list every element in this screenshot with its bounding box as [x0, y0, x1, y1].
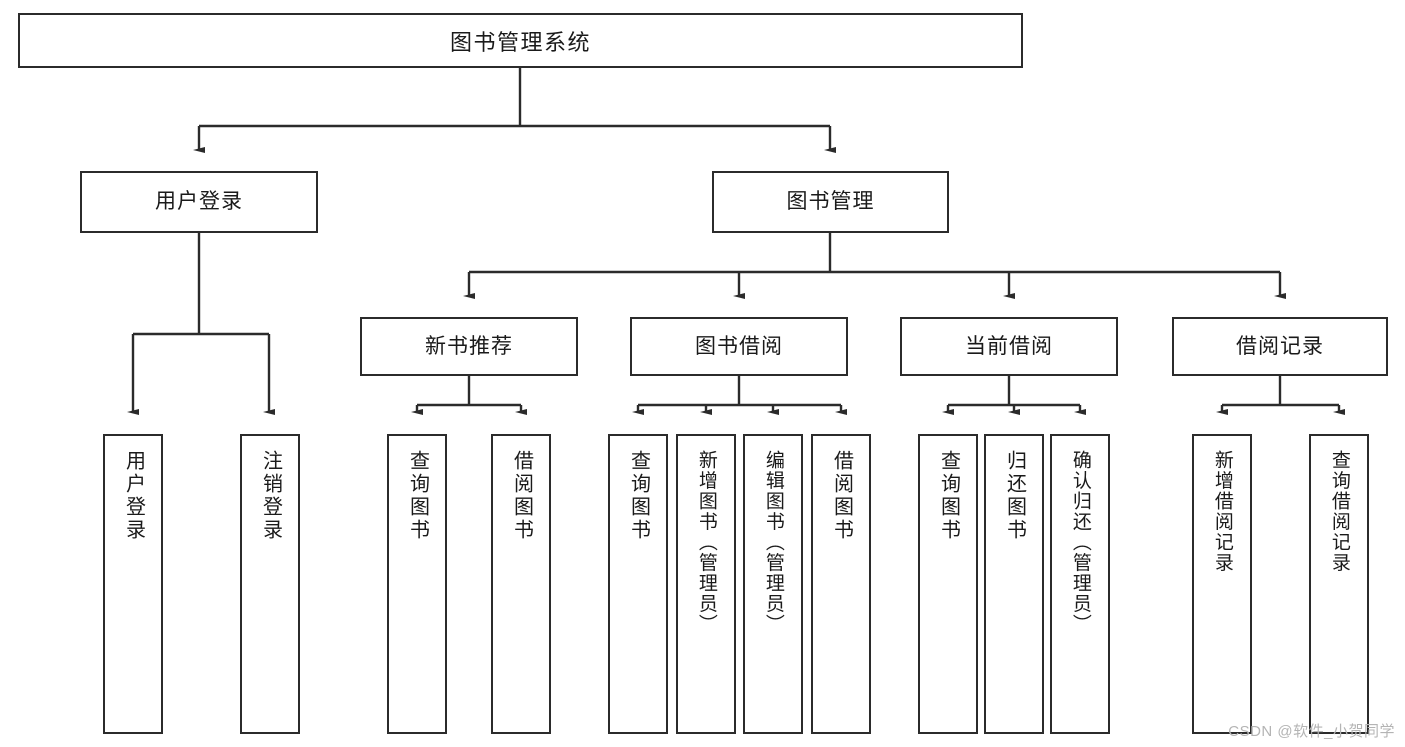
node-leaf-new-book-borrow[interactable]: 借阅图书 — [491, 434, 551, 734]
node-leaf-book-borrow-edit[interactable]: 编辑图书（管理员） — [743, 434, 803, 734]
csdn-watermark: CSDN @软件_小贺同学 — [1228, 723, 1395, 740]
node-leaf-borrow-record-query[interactable]: 查询借阅记录 — [1309, 434, 1369, 734]
leaf-label: 查询图书 — [627, 450, 650, 542]
node-user-login[interactable]: 用户登录 — [80, 171, 318, 233]
leaf-label: 注销登录 — [259, 450, 282, 542]
leaf-label: 查询借阅记录 — [1328, 450, 1350, 573]
leaf-label: 借阅图书 — [830, 450, 853, 542]
node-root-system[interactable]: 图书管理系统 — [18, 13, 1023, 68]
node-book-management[interactable]: 图书管理 — [712, 171, 949, 233]
leaf-label: 编辑图书（管理员） — [762, 450, 784, 635]
leaf-label: 归还图书 — [1003, 450, 1026, 542]
node-leaf-book-borrow-add[interactable]: 新增图书（管理员） — [676, 434, 736, 734]
node-leaf-new-book-query[interactable]: 查询图书 — [387, 434, 447, 734]
leaf-label: 查询图书 — [937, 450, 960, 542]
node-leaf-current-borrow-return[interactable]: 归还图书 — [984, 434, 1044, 734]
node-leaf-user-login-login[interactable]: 用户登录 — [103, 434, 163, 734]
leaf-label: 确认归还（管理员） — [1069, 450, 1091, 635]
node-leaf-book-borrow-borrow[interactable]: 借阅图书 — [811, 434, 871, 734]
node-borrow-record[interactable]: 借阅记录 — [1172, 317, 1388, 376]
node-leaf-book-borrow-query[interactable]: 查询图书 — [608, 434, 668, 734]
leaf-label: 查询图书 — [406, 450, 429, 542]
node-book-borrow[interactable]: 图书借阅 — [630, 317, 848, 376]
node-leaf-current-borrow-query[interactable]: 查询图书 — [918, 434, 978, 734]
leaf-label: 新增借阅记录 — [1211, 450, 1233, 573]
node-current-borrow[interactable]: 当前借阅 — [900, 317, 1118, 376]
node-leaf-user-login-logout[interactable]: 注销登录 — [240, 434, 300, 734]
node-leaf-borrow-record-add[interactable]: 新增借阅记录 — [1192, 434, 1252, 734]
node-new-book-recommend[interactable]: 新书推荐 — [360, 317, 578, 376]
leaf-label: 借阅图书 — [510, 450, 533, 542]
node-leaf-current-borrow-confirm[interactable]: 确认归还（管理员） — [1050, 434, 1110, 734]
leaf-label: 用户登录 — [122, 450, 145, 542]
leaf-label: 新增图书（管理员） — [695, 450, 717, 635]
